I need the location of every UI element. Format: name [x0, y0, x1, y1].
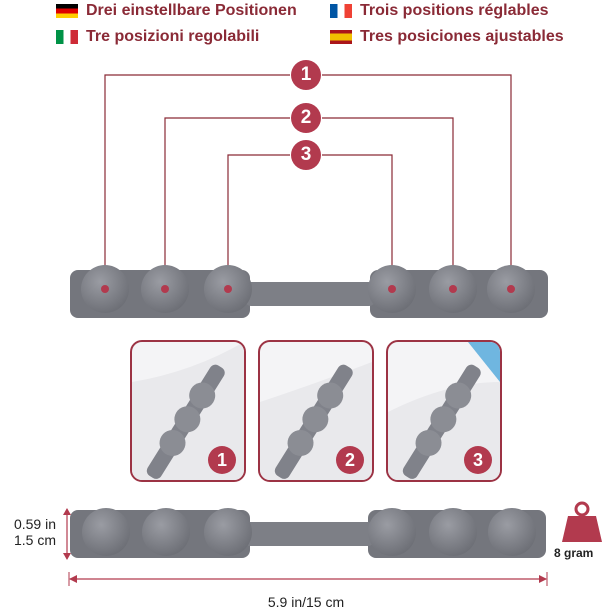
- strap-button: [488, 508, 536, 556]
- strap-top-bridge: [245, 282, 375, 306]
- france-flag-icon: [330, 4, 352, 18]
- lang-text-fr: Trois positions réglables: [360, 2, 549, 19]
- length-dimension-arrow: [68, 572, 548, 586]
- lang-row-de: Drei einstellbare Positionen: [56, 2, 297, 20]
- height-in-label: 0.59 in: [13, 516, 56, 532]
- strap-button: [429, 508, 477, 556]
- connector-line-1-right: [322, 74, 512, 289]
- italy-flag-icon: [56, 30, 78, 44]
- lang-text-it: Tre posizioni regolabili: [86, 28, 260, 45]
- strap-button: [82, 508, 130, 556]
- strap-closeup-image: [132, 342, 244, 480]
- lang-text-de: Drei einstellbare Positionen: [86, 2, 297, 19]
- panel-badge-1: 1: [208, 446, 236, 474]
- spain-flag-icon: [330, 30, 352, 44]
- height-cm-label: 1.5 cm: [13, 532, 56, 548]
- detail-panel-1: 1: [130, 340, 246, 482]
- weight-icon: [562, 501, 602, 542]
- panel-badge-2: 2: [336, 446, 364, 474]
- position-badge-2: 2: [291, 103, 321, 133]
- position-markers: [101, 285, 515, 293]
- lang-text-es: Tres posiciones ajustables: [360, 28, 564, 45]
- position-dot: [388, 285, 396, 293]
- strap-bottom: [70, 508, 546, 558]
- connector-line-2-left: [164, 117, 290, 289]
- position-dot: [507, 285, 515, 293]
- detail-panel-2: 2: [258, 340, 374, 482]
- position-dot: [449, 285, 457, 293]
- germany-flag-icon: [56, 4, 78, 18]
- strap-button: [368, 508, 416, 556]
- height-label: 0.59 in 1.5 cm: [2, 516, 56, 548]
- lang-row-it: Tre posizioni regolabili: [56, 28, 259, 46]
- position-badge-1: 1: [291, 60, 321, 90]
- strap-top: [70, 265, 548, 318]
- connector-line-3-right: [322, 154, 393, 289]
- position-dot: [161, 285, 169, 293]
- position-dot: [101, 285, 109, 293]
- strap-button: [142, 508, 190, 556]
- connector-line-3-left: [227, 154, 290, 289]
- position-dot: [224, 285, 232, 293]
- length-label: 5.9 in/15 cm: [267, 594, 345, 610]
- lang-row-es: Tres posiciones ajustables: [330, 28, 564, 46]
- position-connector-lines: [104, 74, 512, 289]
- connector-line-1-left: [104, 74, 290, 289]
- position-badge-3: 3: [291, 140, 321, 170]
- connector-line-2-right: [322, 117, 454, 289]
- strap-button: [204, 508, 252, 556]
- height-dimension-arrow: [63, 508, 71, 560]
- weight-label: 8 gram: [554, 546, 594, 560]
- panel-badge-3: 3: [464, 446, 492, 474]
- detail-panel-3: 3: [386, 340, 502, 482]
- lang-row-fr: Trois positions réglables: [330, 2, 549, 20]
- strap-bottom-bridge: [244, 522, 374, 546]
